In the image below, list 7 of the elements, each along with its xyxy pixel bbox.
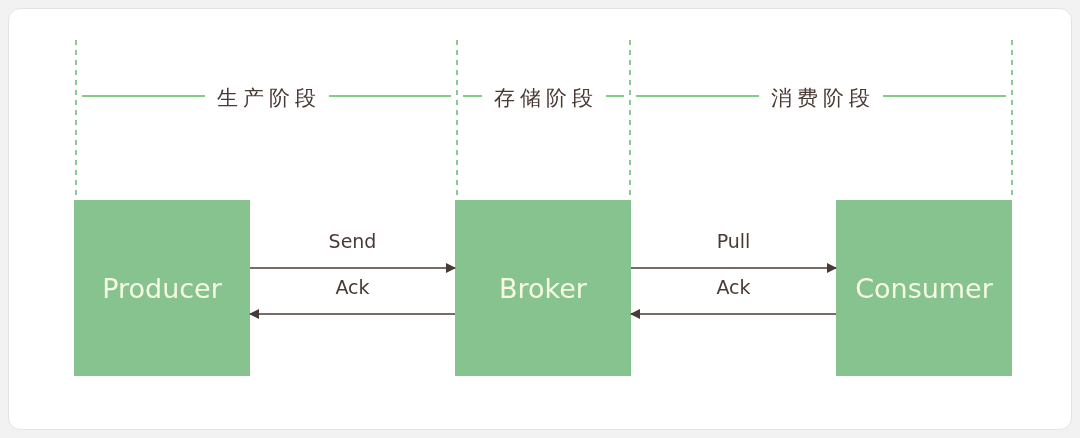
arrow (249, 309, 456, 319)
process-box: Producer (74, 200, 250, 376)
arrow (630, 263, 837, 273)
process-box: Broker (455, 200, 631, 376)
arrow (249, 263, 456, 273)
arrow (630, 309, 837, 319)
process-box: Consumer (836, 200, 1012, 376)
